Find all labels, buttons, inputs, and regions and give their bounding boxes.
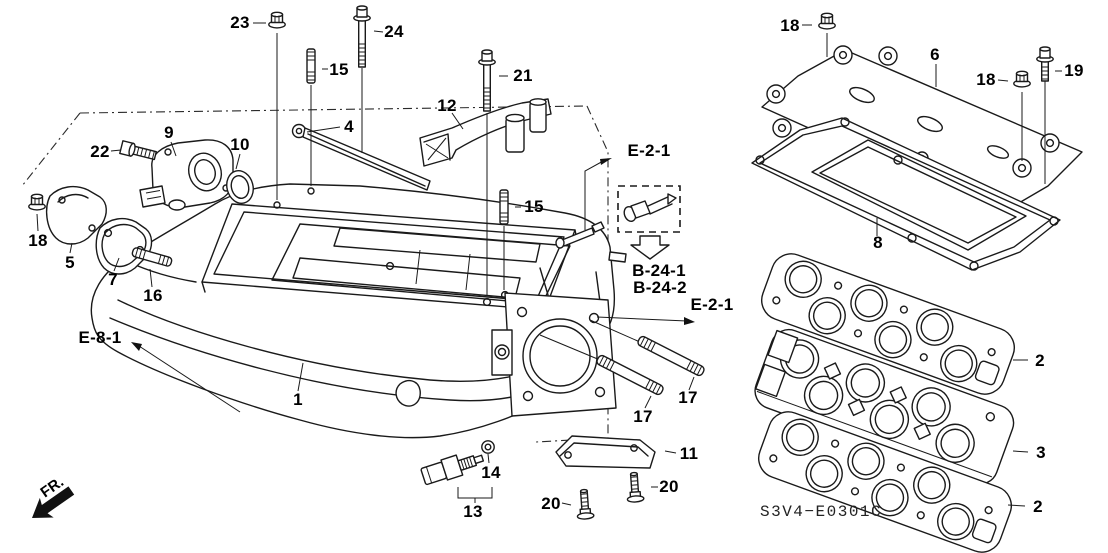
valve-seal-ring-10 <box>226 170 254 204</box>
flange-nut-18-mid <box>1013 70 1031 88</box>
fastener-leader-lines <box>276 33 1046 361</box>
stud-17-upper <box>635 334 707 378</box>
iat-sensor-13 <box>420 454 485 486</box>
intake-manifold-body <box>90 183 627 439</box>
flange-bolt-21 <box>478 49 496 112</box>
sensor-washer-14 <box>481 440 495 454</box>
harness-bracket-12 <box>419 98 552 167</box>
stay-bracket-11 <box>555 435 656 469</box>
cover-gasket-8 <box>751 117 1061 271</box>
flange-nut-18-top <box>818 12 836 30</box>
breather-cover-5 <box>45 185 107 245</box>
label-leaders <box>36 22 1062 507</box>
stud-16 <box>131 247 173 267</box>
flange-bolt-22 <box>119 140 157 161</box>
flange-bolt-24 <box>353 5 371 68</box>
port-gasket-lower-2 <box>758 411 1012 553</box>
purge-joint-reference <box>617 185 681 260</box>
pipe-stay-4 <box>291 123 431 191</box>
flange-nut-23 <box>268 11 286 29</box>
front-direction-arrow: FR. <box>32 473 75 518</box>
stud-15-right <box>499 189 509 225</box>
manifold-spacer-3 <box>754 328 1015 485</box>
reference-arrows <box>131 158 695 413</box>
port-gasket-upper-2 <box>761 253 1015 395</box>
stud-15-top <box>306 48 316 84</box>
flange-bolt-20-left <box>574 488 595 521</box>
flange-bolt-20-right <box>624 471 645 504</box>
diagram-code: S3V4−E0301C <box>760 503 883 521</box>
flange-nut-18-left <box>28 193 46 211</box>
rotary-air-valve-9 <box>139 139 234 211</box>
block-arrow-down <box>630 235 670 260</box>
flange-bolt-19 <box>1036 46 1054 82</box>
throttle-body-flange <box>491 267 617 417</box>
